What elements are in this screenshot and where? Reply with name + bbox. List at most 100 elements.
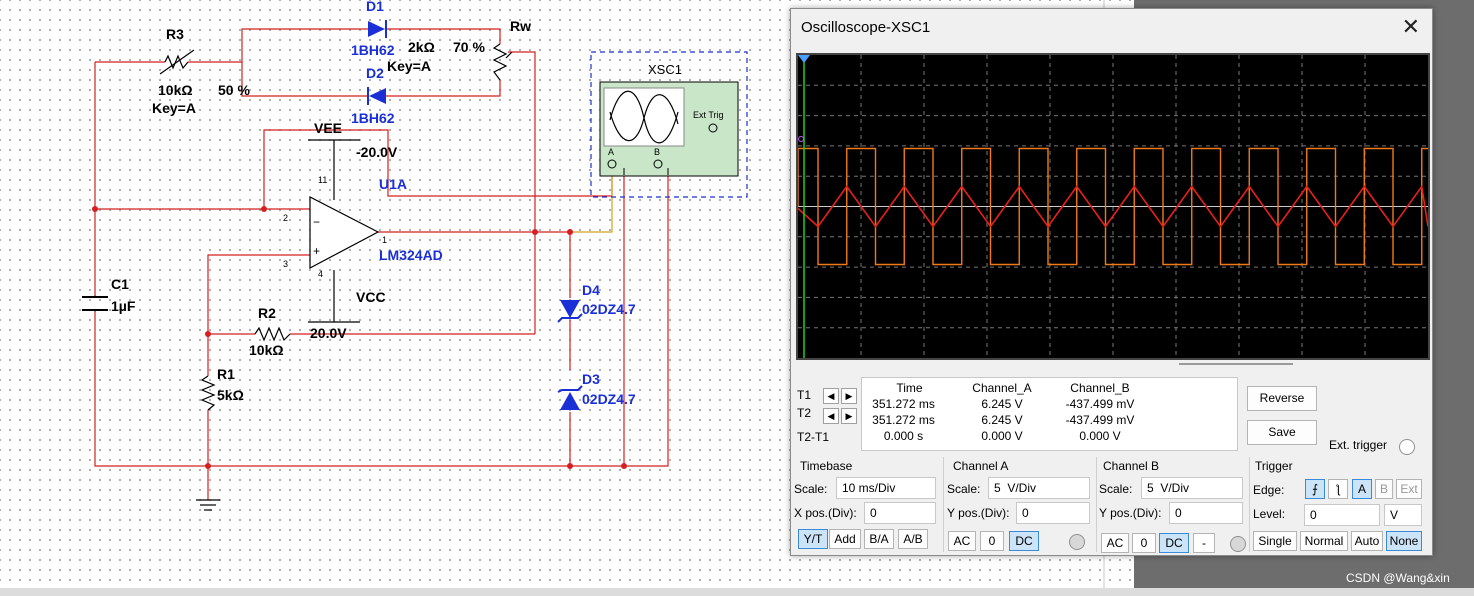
vcc-value: 20.0V — [310, 325, 347, 341]
reverse-button[interactable]: Reverse — [1247, 386, 1317, 411]
channel-a-scale-label: Scale: — [947, 482, 981, 496]
d3-part: 02DZ4.7 — [582, 391, 636, 407]
r3-percent: 50 % — [218, 82, 250, 98]
edge-label: Edge: — [1253, 483, 1285, 497]
level-unit-select[interactable]: V — [1384, 504, 1422, 526]
trigger-auto-button[interactable]: Auto — [1351, 531, 1383, 551]
c1-name: C1 — [111, 276, 129, 292]
channel-a-title: Channel A — [953, 459, 1009, 473]
d1-name: D1 — [366, 0, 384, 14]
channel-a-marker — [798, 136, 804, 142]
channel-a-ypos-field[interactable]: 0 — [1016, 502, 1090, 524]
pin-b-label: B — [654, 147, 661, 157]
delta-time: 0.000 s — [883, 429, 924, 443]
scope-graph — [798, 55, 1428, 358]
trigger-normal-button[interactable]: Normal — [1300, 531, 1348, 551]
r3-value: 10kΩ — [158, 82, 193, 98]
opamp-plus: + — [313, 244, 321, 258]
channel-b-scale-field[interactable]: 5 V/Div — [1141, 477, 1243, 499]
t1-label: T1 — [797, 388, 812, 402]
header-channel-a: Channel_A — [972, 381, 1032, 395]
timebase-panel: Timebase Scale: 10 ms/Div X pos.(Div): 0… — [791, 457, 944, 552]
r1-value: 5kΩ — [217, 387, 244, 403]
channel-b-dc-button[interactable]: DC — [1159, 533, 1189, 553]
t1-left-arrow-icon[interactable]: ◀ — [823, 388, 839, 404]
t2-label: T2 — [797, 406, 812, 420]
channel-a-zero-button[interactable]: 0 — [980, 531, 1004, 551]
u1-name: U1A — [379, 176, 408, 192]
ext-trigger-radio[interactable] — [1399, 439, 1415, 455]
mode-yt-button[interactable]: Y/T — [798, 529, 828, 549]
pin-a-label: A — [608, 147, 615, 157]
r1-name: R1 — [217, 366, 235, 382]
timebase-scale-field[interactable]: 10 ms/Div — [836, 477, 936, 499]
status-strip — [0, 588, 1474, 596]
vcc-name: VCC — [356, 289, 386, 305]
d1-part: 1BH62 — [351, 42, 395, 58]
t1-time: 351.272 ms — [872, 397, 935, 411]
falling-edge-icon[interactable]: ƪ — [1328, 479, 1348, 499]
channel-a-scale-field[interactable]: 5 V/Div — [988, 477, 1090, 499]
t2-time: 351.272 ms — [872, 413, 935, 427]
r3-key: Key=A — [152, 100, 196, 116]
oscilloscope-window[interactable]: Oscilloscope-XSC1 ✕ T1 ◀ ▶ T2 ◀ ▶ T2-T1 … — [790, 8, 1433, 556]
ext-trigger-label: Ext. trigger — [1329, 438, 1388, 452]
rising-edge-icon[interactable]: ⨍ — [1305, 479, 1325, 499]
schematic-wires — [82, 0, 1105, 588]
xpos-field[interactable]: 0 — [864, 502, 936, 524]
opamp-minus: − — [313, 215, 321, 229]
pin-11-label: 11 — [318, 175, 328, 185]
t2-right-arrow-icon[interactable]: ▶ — [841, 408, 857, 424]
delta-channel-a: 0.000 V — [981, 429, 1023, 443]
level-field[interactable]: 0 — [1304, 504, 1380, 526]
vee-name: VEE — [314, 120, 343, 136]
channel-b-radio[interactable] — [1230, 536, 1246, 552]
window-title: Oscilloscope-XSC1 — [801, 19, 931, 36]
ext-trig-label: Ext Trig — [693, 110, 724, 120]
t2-left-arrow-icon[interactable]: ◀ — [823, 408, 839, 424]
trigger-panel: Trigger Edge: ⨍ ƪ A B Ext Level: 0 V Sin… — [1250, 457, 1430, 552]
t1-channel-b: -437.499 mV — [1065, 397, 1135, 411]
cursor-readout-table: Time Channel_A Channel_B 351.272 ms 6.24… — [861, 377, 1238, 451]
mode-ab-button[interactable]: A/B — [898, 529, 928, 549]
mode-ba-button[interactable]: B/A — [864, 529, 894, 549]
t2-channel-b: -437.499 mV — [1065, 413, 1135, 427]
t2-t1-label: T2-T1 — [797, 430, 830, 444]
trigger-source-ext-button[interactable]: Ext — [1396, 479, 1422, 499]
channel-b-minus-button[interactable]: - — [1193, 533, 1215, 553]
rw-value: 2kΩ — [408, 39, 435, 55]
cursor-t1-marker — [798, 55, 810, 63]
close-icon[interactable]: ✕ — [1401, 14, 1420, 39]
d2-part: 1BH62 — [351, 110, 395, 126]
pin-4-label: 4 — [318, 269, 324, 279]
trigger-single-button[interactable]: Single — [1253, 531, 1297, 551]
channel-b-ypos-field[interactable]: 0 — [1169, 502, 1243, 524]
channel-b-title: Channel B — [1103, 459, 1160, 473]
scope-display[interactable] — [796, 53, 1430, 360]
pin-1-label: 1 — [382, 235, 388, 245]
channel-b-zero-button[interactable]: 0 — [1132, 533, 1156, 553]
channel-a-ac-button[interactable]: AC — [948, 531, 976, 551]
trigger-title: Trigger — [1255, 459, 1293, 473]
channel-b-panel: Channel B Scale: 5 V/Div Y pos.(Div): 0 … — [1097, 457, 1250, 553]
xpos-label: X pos.(Div): — [794, 506, 857, 520]
trigger-source-b-button[interactable]: B — [1375, 479, 1393, 499]
d4-part: 02DZ4.7 — [582, 301, 636, 317]
pin-2-label: 2 — [283, 213, 289, 223]
rw-key: Key=A — [387, 58, 431, 74]
c1-value: 1µF — [111, 298, 136, 314]
channel-b-scale-label: Scale: — [1099, 482, 1133, 496]
rw-percent: 70 % — [453, 39, 485, 55]
channel-a-dc-button[interactable]: DC — [1009, 531, 1039, 551]
mode-add-button[interactable]: Add — [829, 529, 861, 549]
channel-a-radio[interactable] — [1069, 534, 1085, 550]
t1-right-arrow-icon[interactable]: ▶ — [841, 388, 857, 404]
panel-splitter[interactable] — [1179, 363, 1293, 365]
xsc-name: XSC1 — [648, 62, 682, 77]
save-button[interactable]: Save — [1247, 420, 1317, 445]
trigger-source-a-button[interactable]: A — [1352, 479, 1372, 499]
timebase-title: Timebase — [800, 459, 853, 473]
trigger-none-button[interactable]: None — [1386, 531, 1422, 551]
watermark: CSDN @Wang&xin — [1346, 571, 1450, 585]
channel-b-ac-button[interactable]: AC — [1101, 533, 1129, 553]
